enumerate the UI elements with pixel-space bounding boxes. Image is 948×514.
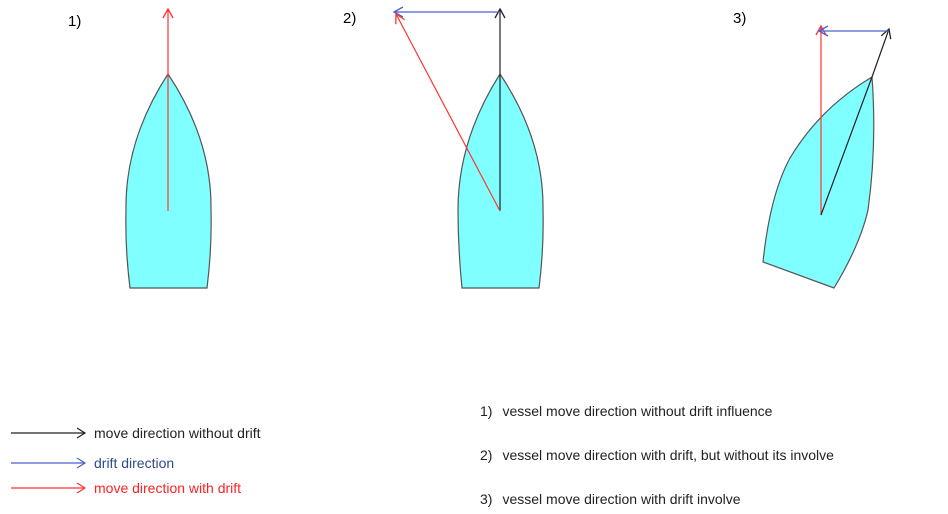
caption-3: 3) vessel move direction with drift invo…	[480, 492, 741, 506]
vessel-1	[125, 7, 212, 289]
caption-1-number: 1)	[480, 403, 493, 419]
caption-3-number: 3)	[480, 491, 493, 507]
legend-item-drift: drift direction	[8, 454, 174, 472]
vessel-2	[392, 6, 544, 289]
red-arrow-icon	[11, 482, 87, 494]
caption-2: 2) vessel move direction with drift, but…	[480, 448, 834, 462]
blue-arrow-icon	[11, 457, 87, 469]
caption-2-text: vessel move direction with drift, but wi…	[502, 447, 834, 463]
vessel-3	[762, 24, 892, 289]
vessel-3-move-without-drift-arrow	[871, 27, 892, 78]
black-arrow-icon	[11, 427, 87, 439]
panel-2-label: 2)	[343, 10, 357, 27]
caption-1-text: vessel move direction without drift infl…	[502, 403, 773, 419]
vessel-2-move-with-drift-arrow	[395, 12, 501, 212]
legend-item-move-with-drift: move direction with drift	[8, 479, 241, 497]
caption-3-text: vessel move direction with drift involve	[502, 491, 741, 507]
caption-1: 1) vessel move direction without drift i…	[480, 404, 772, 418]
legend-label-move-with-drift: move direction with drift	[94, 480, 242, 496]
vessel-3-hull	[762, 75, 875, 289]
panel-3-label: 3)	[733, 10, 747, 27]
legend-label-drift: drift direction	[94, 455, 175, 471]
legend-item-move-without-drift: move direction without drift	[8, 424, 261, 442]
panel-1-label: 1)	[68, 13, 82, 30]
caption-2-number: 2)	[480, 447, 493, 463]
legend-label-move-without-drift: move direction without drift	[94, 425, 261, 441]
vessel-3-heading-line	[820, 76, 873, 216]
